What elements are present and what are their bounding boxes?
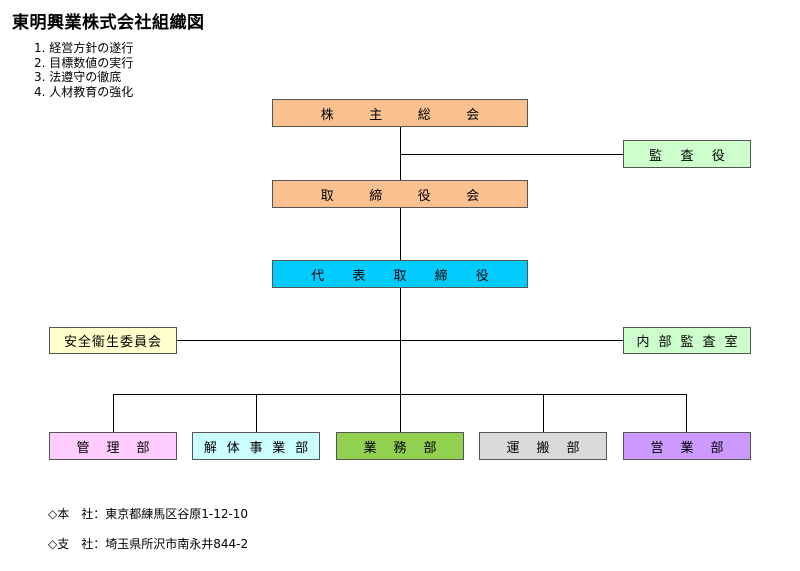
node-board: 取締役会 bbox=[272, 180, 528, 208]
node-label-char: 会 bbox=[466, 188, 480, 204]
node-label-char: 衛 bbox=[91, 335, 106, 350]
node-label-char: 室 bbox=[724, 335, 738, 350]
node-label-char: 監 bbox=[680, 335, 694, 350]
policy-item: 2. 目標数値の実行 bbox=[34, 55, 134, 70]
node-label-char: 代 bbox=[311, 268, 325, 284]
node-label-char: 員 bbox=[134, 335, 149, 350]
node-label-char: 全 bbox=[77, 335, 92, 350]
node-label-char: 部 bbox=[136, 440, 150, 456]
node-label-char: 査 bbox=[680, 148, 694, 164]
node-label-char: 株 bbox=[320, 107, 334, 123]
node-label-char: 営 bbox=[650, 440, 664, 456]
node-label-char: 業 bbox=[680, 440, 694, 456]
node-ceo: 代表取締役 bbox=[272, 260, 528, 288]
node-label-char: 会 bbox=[466, 107, 480, 123]
node-label-char: 締 bbox=[369, 188, 383, 204]
node-management: 管理部 bbox=[49, 432, 177, 460]
node-label-char: 事 bbox=[249, 440, 263, 456]
node-label-char: 役 bbox=[475, 268, 489, 284]
node-label-char: 安 bbox=[63, 335, 78, 350]
node-label-char: 締 bbox=[434, 268, 448, 284]
node-label-char: 会 bbox=[148, 335, 163, 350]
branch-office-address: ◇支 社：埼玉県所沢市南永井844-2 bbox=[48, 537, 249, 551]
node-label-char: 取 bbox=[393, 268, 407, 284]
node-label-char: 運 bbox=[506, 440, 520, 456]
node-label-char: 役 bbox=[417, 188, 431, 204]
node-label-char: 表 bbox=[352, 268, 366, 284]
node-label-char: 管 bbox=[76, 440, 90, 456]
policy-item: 4. 人材教育の強化 bbox=[34, 84, 134, 99]
node-safety-committee: 安全衛生委員会 bbox=[49, 327, 177, 354]
node-label-char: 取 bbox=[320, 188, 334, 204]
head-office-address: ◇本 社：東京都練馬区谷原1-12-10 bbox=[48, 507, 249, 521]
node-auditor: 監査役 bbox=[623, 140, 751, 168]
node-label-char: 部 bbox=[423, 440, 437, 456]
policy-item: 1. 経営方針の遂行 bbox=[34, 41, 134, 55]
node-label-char: 解 bbox=[203, 440, 217, 456]
node-label-char: 監 bbox=[649, 148, 663, 164]
chart-title: 東明興業株式会社組織図 bbox=[12, 13, 205, 33]
node-shareholders: 株主総会 bbox=[272, 99, 528, 127]
node-label-char: 生 bbox=[105, 335, 120, 350]
node-label-char: 査 bbox=[702, 335, 716, 350]
node-label-char: 体 bbox=[226, 440, 240, 456]
node-label-char: 理 bbox=[106, 440, 120, 456]
node-label-char: 主 bbox=[369, 107, 383, 123]
node-label-char: 部 bbox=[566, 440, 580, 456]
node-label-char: 部 bbox=[295, 440, 309, 456]
node-label-char: 搬 bbox=[536, 440, 550, 456]
node-label-char: 内 bbox=[636, 335, 650, 350]
node-sales: 営業部 bbox=[623, 432, 751, 460]
node-transport: 運搬部 bbox=[479, 432, 607, 460]
node-operations: 業務部 bbox=[336, 432, 464, 460]
node-label-char: 総 bbox=[417, 107, 431, 123]
policy-item: 3. 法遵守の徹底 bbox=[34, 70, 122, 84]
node-label-char: 務 bbox=[393, 440, 407, 456]
node-label-char: 業 bbox=[363, 440, 377, 456]
policy-list: 1. 経営方針の遂行 2. 目標数値の実行 3. 法遵守の徹底 4. 人材教育の… bbox=[34, 41, 133, 99]
node-internal-audit: 内部監査室 bbox=[623, 327, 751, 354]
node-demolition: 解体事業部 bbox=[192, 432, 320, 460]
node-label-char: 委 bbox=[120, 335, 135, 350]
node-label-char: 部 bbox=[710, 440, 724, 456]
node-label-char: 業 bbox=[272, 440, 286, 456]
node-label-char: 部 bbox=[658, 335, 672, 350]
node-label-char: 役 bbox=[711, 148, 725, 164]
